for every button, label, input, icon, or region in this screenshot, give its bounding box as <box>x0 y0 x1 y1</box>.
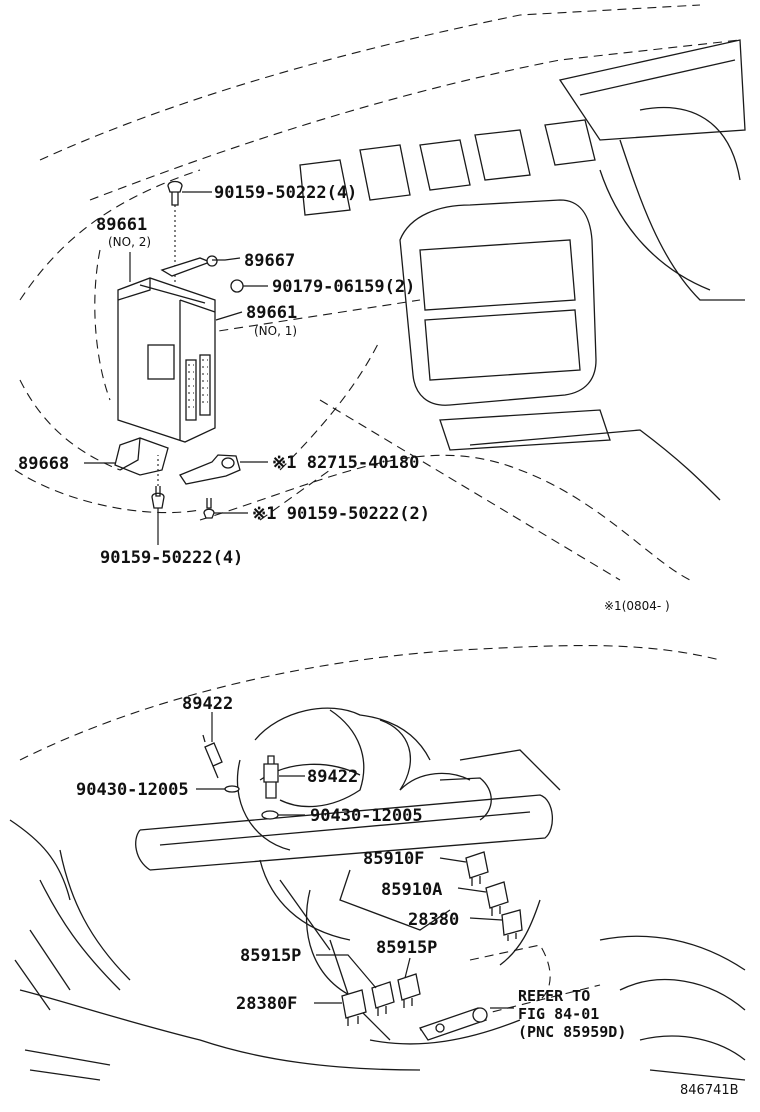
label-85915P-b: 85915P <box>376 938 437 958</box>
label-90179-06159: 90179-06159(2) <box>272 277 415 297</box>
relay-85910A <box>485 881 509 916</box>
bracket-89667 <box>160 255 218 277</box>
nut-90179 <box>230 279 244 293</box>
label-refer-to: REFER TO <box>518 987 590 1005</box>
label-89668: 89668 <box>18 454 69 474</box>
relay-28380 <box>501 909 523 941</box>
label-90430-12005-a: 90430-12005 <box>76 780 189 800</box>
relay-85915P-b <box>397 973 421 1008</box>
gasket-90430-b <box>261 810 279 820</box>
relay-85915P-a <box>371 981 395 1016</box>
screw-bottom <box>151 455 165 509</box>
label-85910A: 85910A <box>381 880 442 900</box>
relay-85910F <box>465 851 489 886</box>
relay-bracket-85959D <box>418 1007 488 1041</box>
label-footnote: ※1(0804- ) <box>604 599 670 613</box>
label-85915P-a: 85915P <box>240 946 301 966</box>
label-refer-pnc: (PNC 85959D) <box>518 1023 626 1041</box>
label-89661-no2-note: (NO, 2) <box>108 235 151 249</box>
label-28380: 28380 <box>408 910 459 930</box>
leaders-lower <box>196 712 514 1009</box>
labels-upper: 90159-50222(4) 89661 (NO, 2) 89667 90179… <box>18 183 670 613</box>
gasket-90430-a <box>224 785 240 793</box>
label-89422-a: 89422 <box>182 694 233 714</box>
label-28380F: 28380F <box>236 994 297 1014</box>
bracket-89668 <box>114 437 169 476</box>
diagram-id: 846741B <box>680 1083 739 1098</box>
label-85910F: 85910F <box>363 849 424 869</box>
dashboard-outline <box>14 4 746 581</box>
label-89422-b: 89422 <box>307 767 358 787</box>
ecu-module <box>117 277 216 443</box>
labels-lower: 89422 90430-12005 89422 90430-12005 8591… <box>76 694 626 1041</box>
screw-mid <box>203 498 215 519</box>
label-90159-50222-bottom: 90159-50222(4) <box>100 548 243 568</box>
label-89661-no2: 89661 <box>96 215 147 235</box>
label-90159-50222-top: 90159-50222(4) <box>214 183 357 203</box>
relay-28380F <box>341 989 367 1026</box>
label-89661-no1-note: (NO, 1) <box>254 324 297 338</box>
label-90159-50222-mid: ※1 90159-50222(2) <box>252 504 430 524</box>
leaders-upper <box>84 191 268 545</box>
sensor-89422-a <box>202 734 223 779</box>
sensor-89422-b <box>263 755 279 799</box>
bracket-82715 <box>179 454 241 485</box>
label-89661-no1: 89661 <box>246 303 297 323</box>
label-82715-40180: ※1 82715-40180 <box>272 453 419 473</box>
label-refer-fig: FIG 84-01 <box>518 1005 599 1023</box>
label-89667: 89667 <box>244 251 295 271</box>
label-90430-12005-b: 90430-12005 <box>310 806 423 826</box>
